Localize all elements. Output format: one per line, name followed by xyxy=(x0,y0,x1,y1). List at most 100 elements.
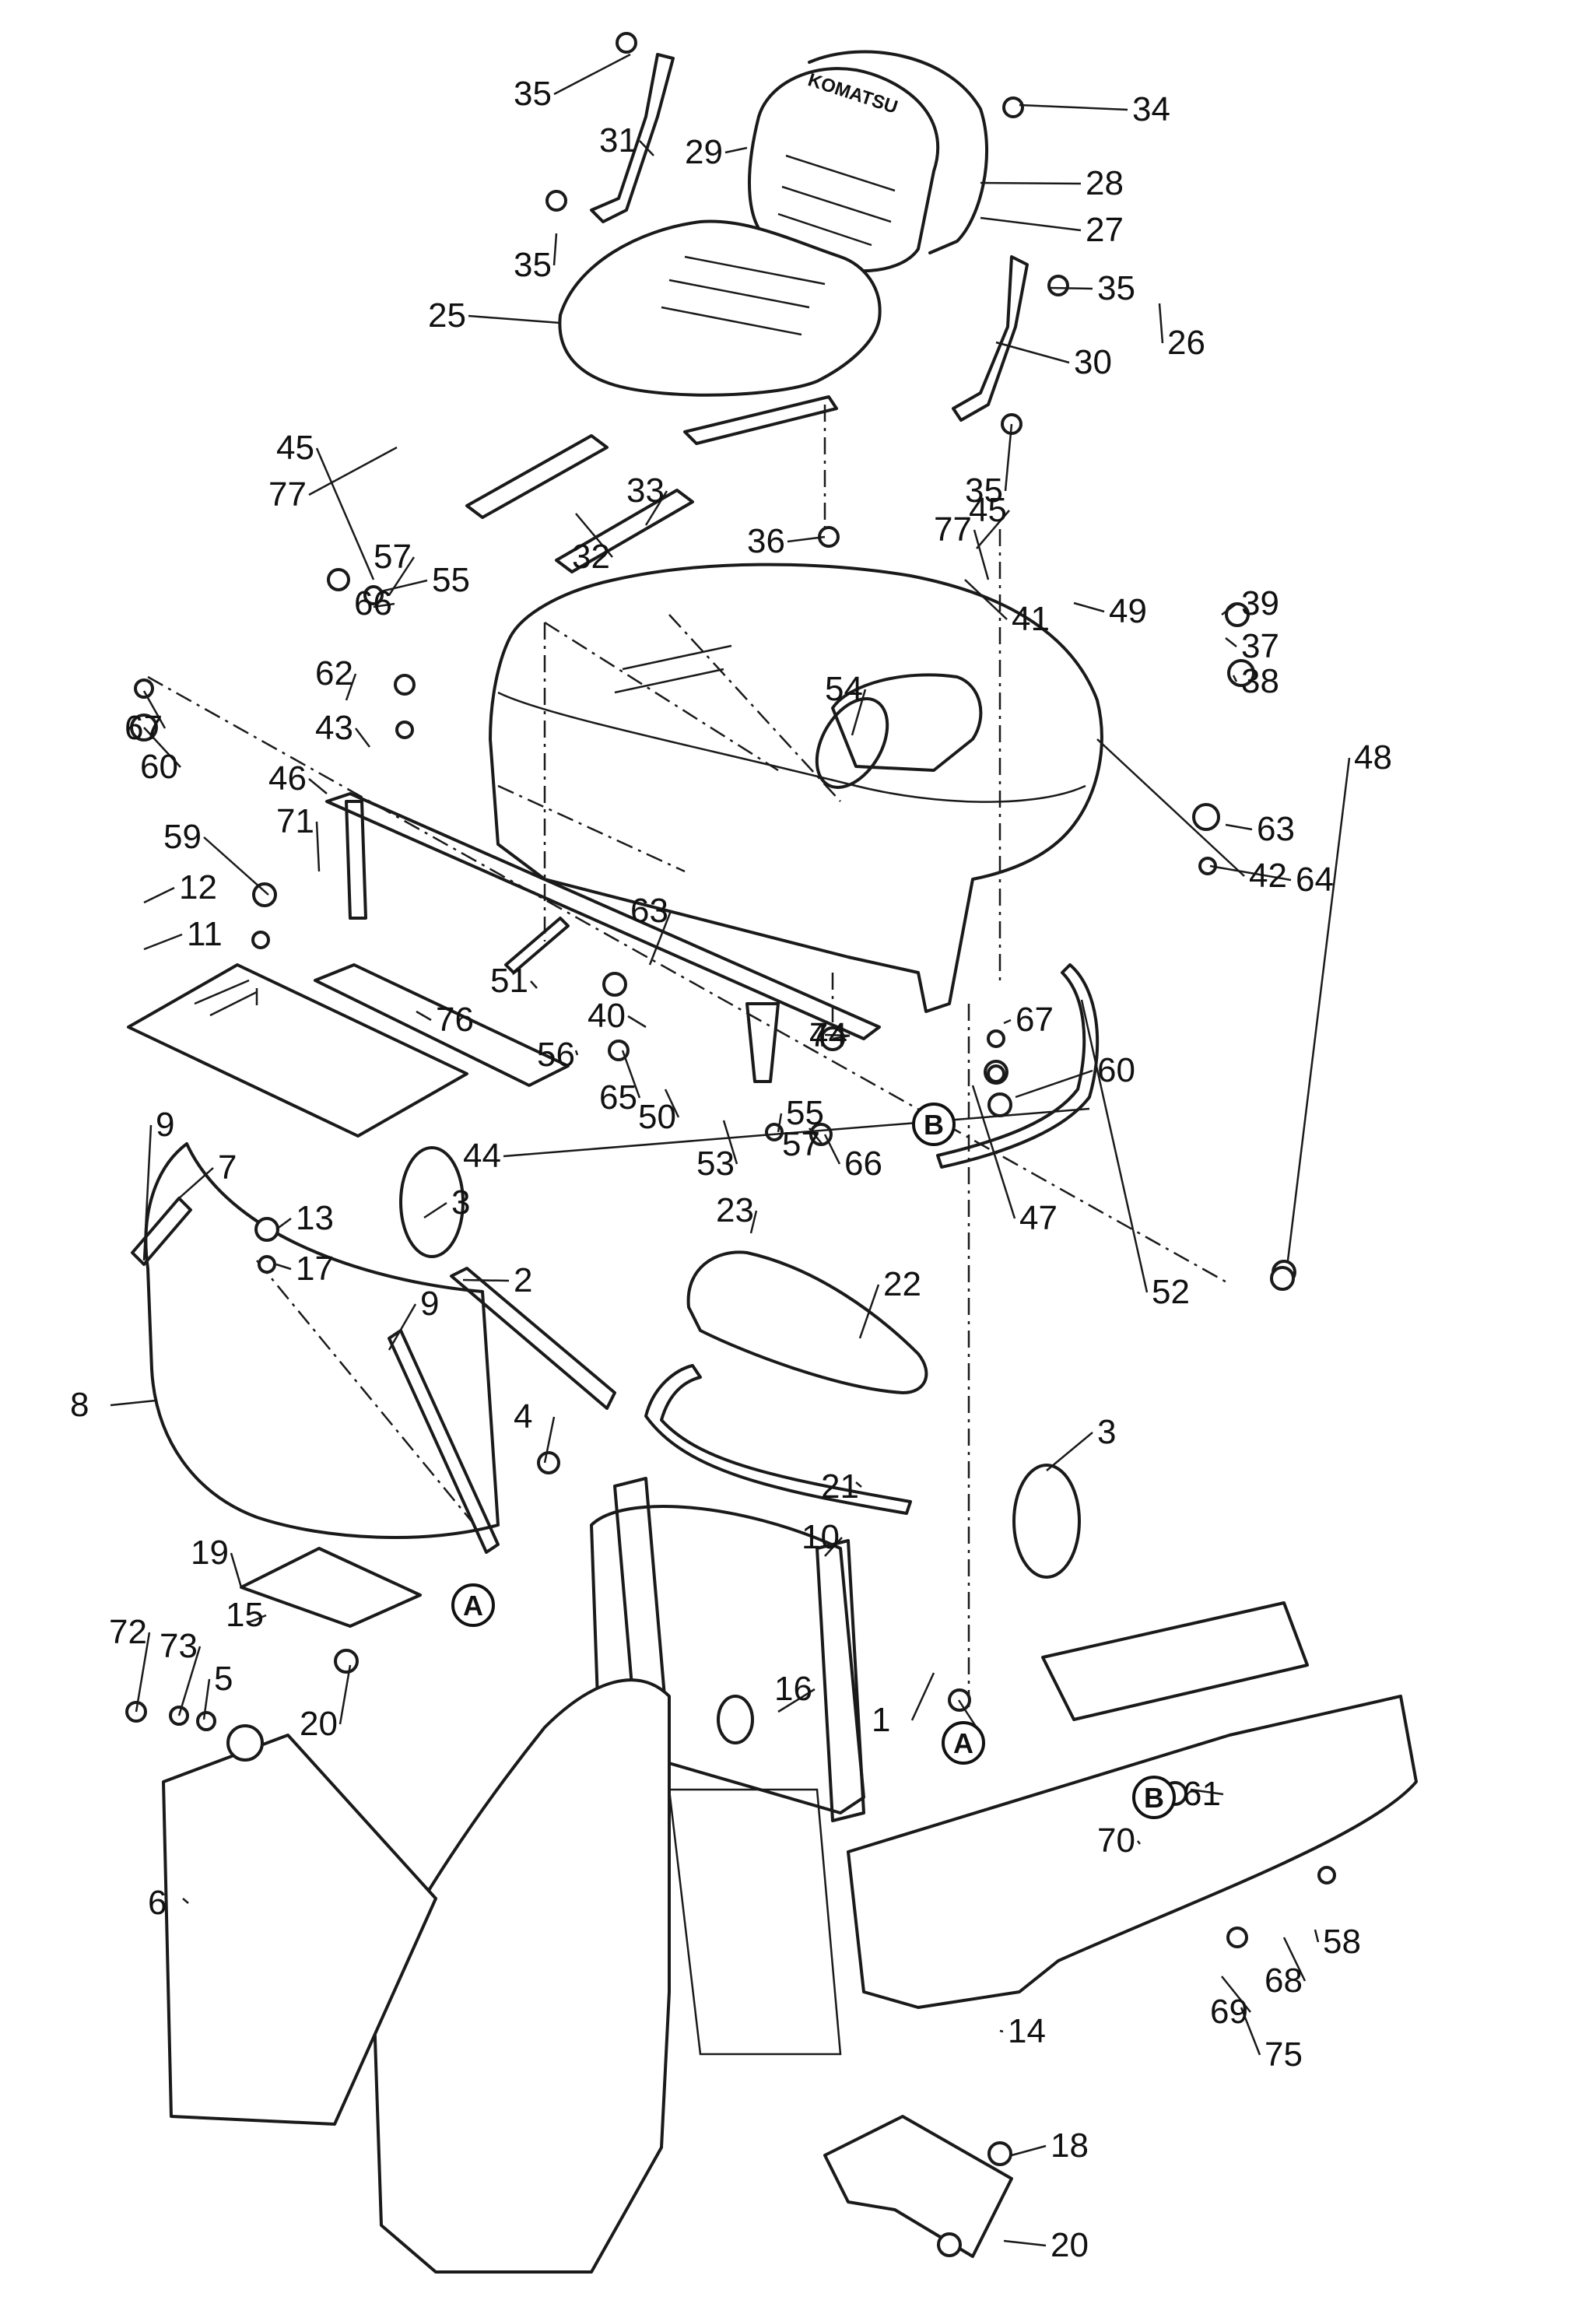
part-callout-77: 77 xyxy=(934,510,972,549)
leader-line xyxy=(787,535,826,543)
part-callout-30: 30 xyxy=(1074,343,1112,381)
console-assembly xyxy=(644,1250,928,1515)
leader-line xyxy=(177,1646,202,1716)
assembly-lines xyxy=(147,405,1230,1712)
floor-plates xyxy=(127,963,570,1138)
marker-b-lower: B xyxy=(1132,1776,1176,1819)
part-callout-4: 4 xyxy=(514,1397,532,1436)
part-callout-77: 77 xyxy=(268,475,307,514)
part-callout-61: 61 xyxy=(1183,1775,1221,1813)
washer-icon xyxy=(395,721,414,739)
part-callout-12: 12 xyxy=(179,868,217,906)
leader-line xyxy=(1209,864,1292,882)
part-callout-51: 51 xyxy=(490,962,528,1000)
part-callout-33: 33 xyxy=(626,472,665,510)
fender-assembly xyxy=(131,1142,616,1554)
right-floor-frame xyxy=(847,1695,1418,2009)
part-callout-60: 60 xyxy=(140,748,178,786)
part-callout-71: 71 xyxy=(276,802,314,840)
marker-b-upper: B xyxy=(912,1103,956,1146)
part-callout-65: 65 xyxy=(599,1078,637,1117)
part-callout-37: 37 xyxy=(1241,627,1279,665)
leader-line xyxy=(1050,286,1093,290)
bolt-icon xyxy=(616,32,637,54)
leader-line xyxy=(308,446,398,496)
part-callout-6: 6 xyxy=(148,1884,167,1922)
clip-icon xyxy=(1317,1866,1336,1885)
leader-line xyxy=(1080,999,1149,1293)
main-frame xyxy=(372,1678,671,2274)
bolt-icon xyxy=(334,1649,359,1674)
bolt-icon xyxy=(937,2232,962,2257)
nut-icon xyxy=(327,568,350,591)
part-callout-46: 46 xyxy=(268,759,307,798)
leader-line xyxy=(338,1664,352,1725)
leader-line xyxy=(1190,1788,1224,1796)
bar-51 xyxy=(504,917,570,974)
bolt-icon xyxy=(254,1217,279,1242)
leader-line xyxy=(1015,1069,1093,1099)
trim-9-right xyxy=(388,1329,500,1554)
leader-line xyxy=(777,1688,816,1713)
leader-line xyxy=(823,1134,841,1165)
leader-line xyxy=(971,1085,1016,1219)
leader-line xyxy=(627,1015,647,1029)
grommet-16 xyxy=(717,1695,754,1744)
leader-line xyxy=(110,1399,156,1407)
leader-line xyxy=(648,910,672,966)
panel-6 xyxy=(162,1734,437,2126)
part-callout-3: 3 xyxy=(451,1183,470,1222)
bolt-icon xyxy=(1002,96,1024,118)
leader-line xyxy=(1003,1019,1012,1025)
part-callout-69: 69 xyxy=(1210,1993,1248,2031)
part-callout-66: 66 xyxy=(354,584,392,622)
leader-line xyxy=(530,980,538,989)
leader-line xyxy=(373,602,395,608)
mirror-3-upper xyxy=(399,1146,465,1258)
leader-line xyxy=(1232,675,1238,682)
leader-line xyxy=(855,1481,862,1488)
part-callout-73: 73 xyxy=(160,1627,198,1665)
part-callout-21: 21 xyxy=(821,1467,859,1506)
part-callout-34: 34 xyxy=(1132,90,1170,128)
part-callout-55: 55 xyxy=(432,561,470,599)
part-callout-32: 32 xyxy=(572,538,610,576)
leader-line xyxy=(203,836,269,896)
part-callout-60: 60 xyxy=(1097,1051,1135,1089)
plate-19 xyxy=(240,1547,422,1628)
part-callout-20: 20 xyxy=(1051,2226,1089,2264)
leader-line xyxy=(355,728,370,748)
leader-line xyxy=(462,1278,510,1282)
part-callout-4: 4 xyxy=(809,1016,828,1054)
leader-line xyxy=(503,1107,1090,1158)
seat-cushion xyxy=(558,219,882,397)
leader-line xyxy=(976,510,1010,549)
leader-line xyxy=(275,1217,292,1231)
leader-line xyxy=(315,447,375,580)
bolt-icon xyxy=(394,674,416,696)
part-callout-75: 75 xyxy=(1265,2035,1303,2074)
frame-rails xyxy=(325,792,1100,1169)
part-callout-1: 1 xyxy=(872,1701,890,1739)
leader-line xyxy=(1314,1929,1320,1943)
leader-line xyxy=(182,1898,189,1904)
part-callout-16: 16 xyxy=(774,1670,812,1708)
part-callout-57: 57 xyxy=(374,538,412,576)
leader-line xyxy=(574,1050,579,1056)
leader-line xyxy=(1137,1840,1141,1845)
leader-line xyxy=(621,1050,641,1099)
part-callout-53: 53 xyxy=(696,1145,735,1183)
seat-back-cover xyxy=(808,50,989,254)
part-callout-43: 43 xyxy=(315,709,353,747)
reference-marker-label: A xyxy=(463,1590,483,1622)
part-callout-17: 17 xyxy=(296,1250,334,1288)
washer-icon xyxy=(258,1255,276,1274)
washer-icon xyxy=(987,1029,1005,1048)
leader-line xyxy=(1221,602,1237,616)
leader-line xyxy=(809,1127,823,1145)
leader-line xyxy=(543,1416,556,1464)
part-callout-74: 74 xyxy=(809,1016,847,1054)
bolt-icon xyxy=(1192,803,1220,831)
part-callout-28: 28 xyxy=(1086,164,1124,202)
leader-line xyxy=(416,1010,432,1022)
